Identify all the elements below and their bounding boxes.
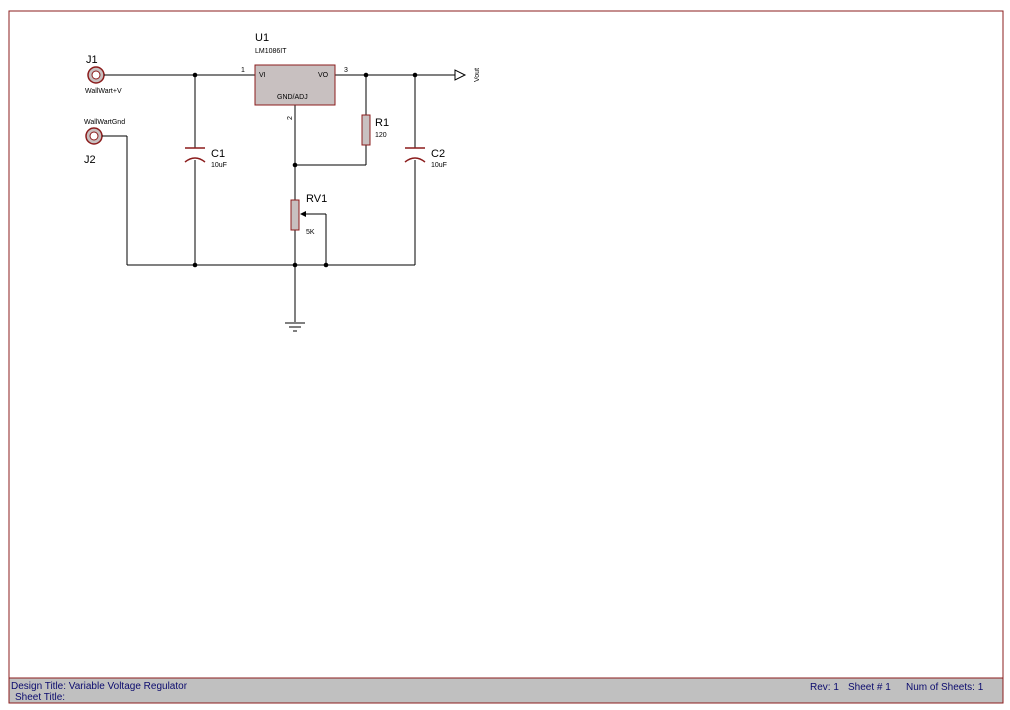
u1-value: LM1086IT: [255, 48, 287, 55]
revision: Rev: 1: [810, 682, 839, 693]
rv1-ref: RV1: [306, 193, 327, 205]
title-block: [8, 677, 1004, 704]
rv1-value: 5K: [306, 229, 315, 236]
c2-value: 10uF: [431, 162, 447, 169]
r1-value: 120: [375, 132, 387, 139]
u1-pin1-num: 1: [241, 67, 245, 74]
j1-ref: J1: [86, 54, 98, 66]
design-title: Design Title: Variable Voltage Regulator: [11, 681, 188, 692]
u1-pin3-num: 3: [344, 67, 348, 74]
u1-pin-adj: GND/ADJ: [277, 94, 308, 101]
wires: [102, 74, 455, 322]
c2-ref: C2: [431, 148, 445, 160]
sheet-title: Sheet Title:: [15, 692, 65, 703]
capacitor-c2[interactable]: C2 10uF: [404, 147, 447, 169]
connector-j1[interactable]: J1 WallWart+V: [85, 54, 122, 95]
num-sheets: Num of Sheets: 1: [906, 682, 984, 693]
regulator-u1[interactable]: U1 LM1086IT VI VO GND/ADJ 1 3 2: [241, 32, 348, 120]
potentiometer-rv1[interactable]: RV1 5K: [290, 193, 327, 236]
vout-terminal[interactable]: Vout: [454, 68, 481, 82]
sheet-number: Sheet # 1: [848, 682, 891, 693]
u1-pin2-num: 2: [287, 116, 294, 120]
sheet-border: [8, 10, 1004, 704]
c1-ref: C1: [211, 148, 225, 160]
r1-ref: R1: [375, 117, 389, 129]
j1-value: WallWart+V: [85, 88, 122, 95]
capacitor-c1[interactable]: C1 10uF: [184, 147, 227, 169]
junctions: [192, 72, 418, 268]
u1-pin-vo: VO: [318, 72, 329, 79]
vout-label: Vout: [474, 68, 481, 82]
u1-pin-vi: VI: [259, 72, 266, 79]
connector-j2[interactable]: WallWartGnd J2: [84, 119, 125, 166]
j2-value: WallWartGnd: [84, 119, 125, 126]
u1-ref: U1: [255, 32, 269, 44]
c1-value: 10uF: [211, 162, 227, 169]
ground-symbol: [285, 322, 305, 332]
j2-ref: J2: [84, 154, 96, 166]
resistor-r1[interactable]: R1 120: [361, 114, 389, 146]
